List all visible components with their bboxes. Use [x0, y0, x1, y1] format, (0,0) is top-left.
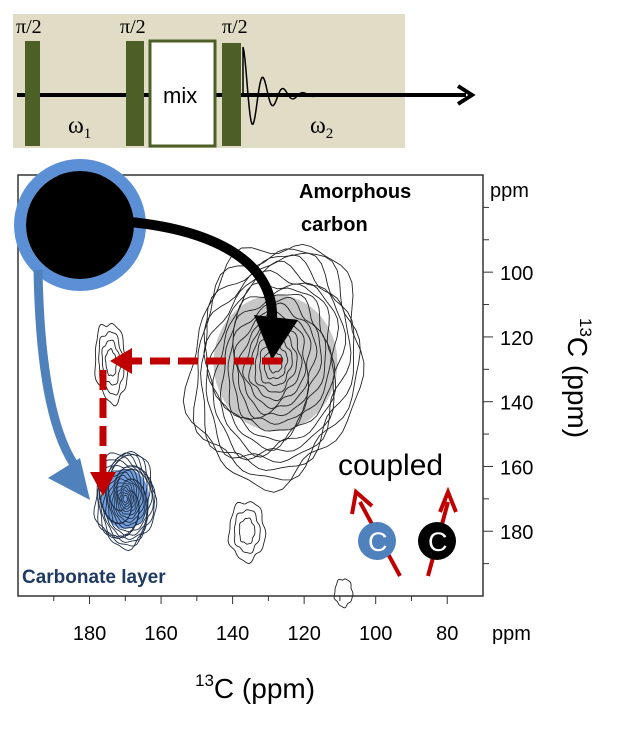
black-carbon-atom [418, 522, 456, 560]
pulse-label-1: π/2 [16, 16, 42, 38]
x-tick-label: 180 [73, 623, 106, 645]
x-tick-label: 120 [287, 623, 320, 645]
cross-peak-contour [101, 339, 121, 386]
blue-carbon-atom [358, 522, 396, 560]
y-unit-label: ppm [490, 180, 529, 202]
carbonate-contour [117, 487, 133, 510]
cross-peak-contour [98, 331, 125, 396]
omega2-label: ω2 [310, 113, 333, 142]
carbonate-contour [119, 489, 131, 508]
carbonate-contour [115, 483, 136, 515]
black-carbon-label: C [428, 527, 448, 557]
x-axis-title: 13C (ppm) [195, 671, 315, 704]
y-axis-title: 13C (ppm) [562, 318, 595, 438]
coupled-label: coupled [338, 449, 443, 482]
fid-signal [242, 46, 331, 125]
pulse-2 [126, 41, 144, 146]
pulse-sequence: π/2 π/2 π/2 mix ω1 ω2 [13, 14, 476, 148]
carbonate-contour [122, 494, 129, 504]
carbonate-contour [111, 478, 139, 521]
carbonate-contour [98, 453, 154, 543]
minor-peak-contour [238, 517, 256, 545]
black-blob [26, 171, 134, 279]
black-arrowhead [254, 315, 298, 360]
black-arrow [129, 217, 278, 321]
cross-peak-contour [104, 347, 118, 377]
x-tick-label: 100 [359, 623, 392, 645]
mix-label: mix [163, 83, 197, 108]
y-tick-label: 100 [500, 263, 533, 285]
blue-arrowhead [48, 458, 90, 500]
y-tick-label: 120 [500, 328, 533, 350]
pulse-3 [222, 43, 241, 146]
amorphous-carbon-contour [254, 333, 298, 393]
y-tick-label: 140 [500, 393, 533, 415]
amorphous-label-line2: carbon [301, 214, 368, 236]
mix-block [148, 39, 217, 148]
x-tick-label: 80 [436, 623, 458, 645]
x-tick-label: 140 [216, 623, 249, 645]
blue-spin-arrowhead [350, 488, 374, 515]
minor-peak-contour [227, 501, 267, 565]
amorphous-carbon-contour [203, 260, 347, 461]
carbonate-contour [116, 484, 135, 513]
y-tick-label: 180 [500, 522, 533, 544]
black-spin-arrowhead [438, 486, 458, 513]
omega1-label: ω1 [68, 113, 91, 142]
blue-carbon-label: C [368, 527, 388, 557]
time-arrowhead [456, 84, 476, 106]
red-arrowhead-down [90, 472, 116, 496]
edge-peak-contour [333, 578, 354, 609]
amorphous-carbon-contour [259, 338, 293, 387]
amorphous-label-line1: Amorphous [299, 181, 411, 203]
amorphous-carbon-contour [200, 252, 355, 471]
carbonate-contour [109, 474, 140, 524]
amorphous-carbon-contour [227, 293, 327, 432]
carbonate-contour [120, 492, 130, 506]
blue-arrow [33, 269, 82, 473]
carbonate-label: Carbonate layer [22, 567, 166, 588]
pulse-label-3: π/2 [222, 16, 248, 38]
red-arrowhead-left [110, 348, 132, 374]
carbonate-contour [100, 460, 149, 539]
annotations: Amorphous carbon Carbonate layer coupled… [14, 159, 458, 588]
y-tick-label: 160 [500, 457, 533, 479]
carbonate-contour [106, 468, 145, 529]
cross-peak-contour [94, 322, 129, 407]
pulse-label-2: π/2 [120, 16, 146, 38]
x-tick-label: 160 [144, 623, 177, 645]
x-unit-label: ppm [492, 623, 531, 645]
axes: 180 160 140 120 100 80 100 120 140 160 180 [53, 206, 533, 645]
minor-peak-contour [233, 509, 261, 554]
pulse-1 [25, 41, 40, 146]
